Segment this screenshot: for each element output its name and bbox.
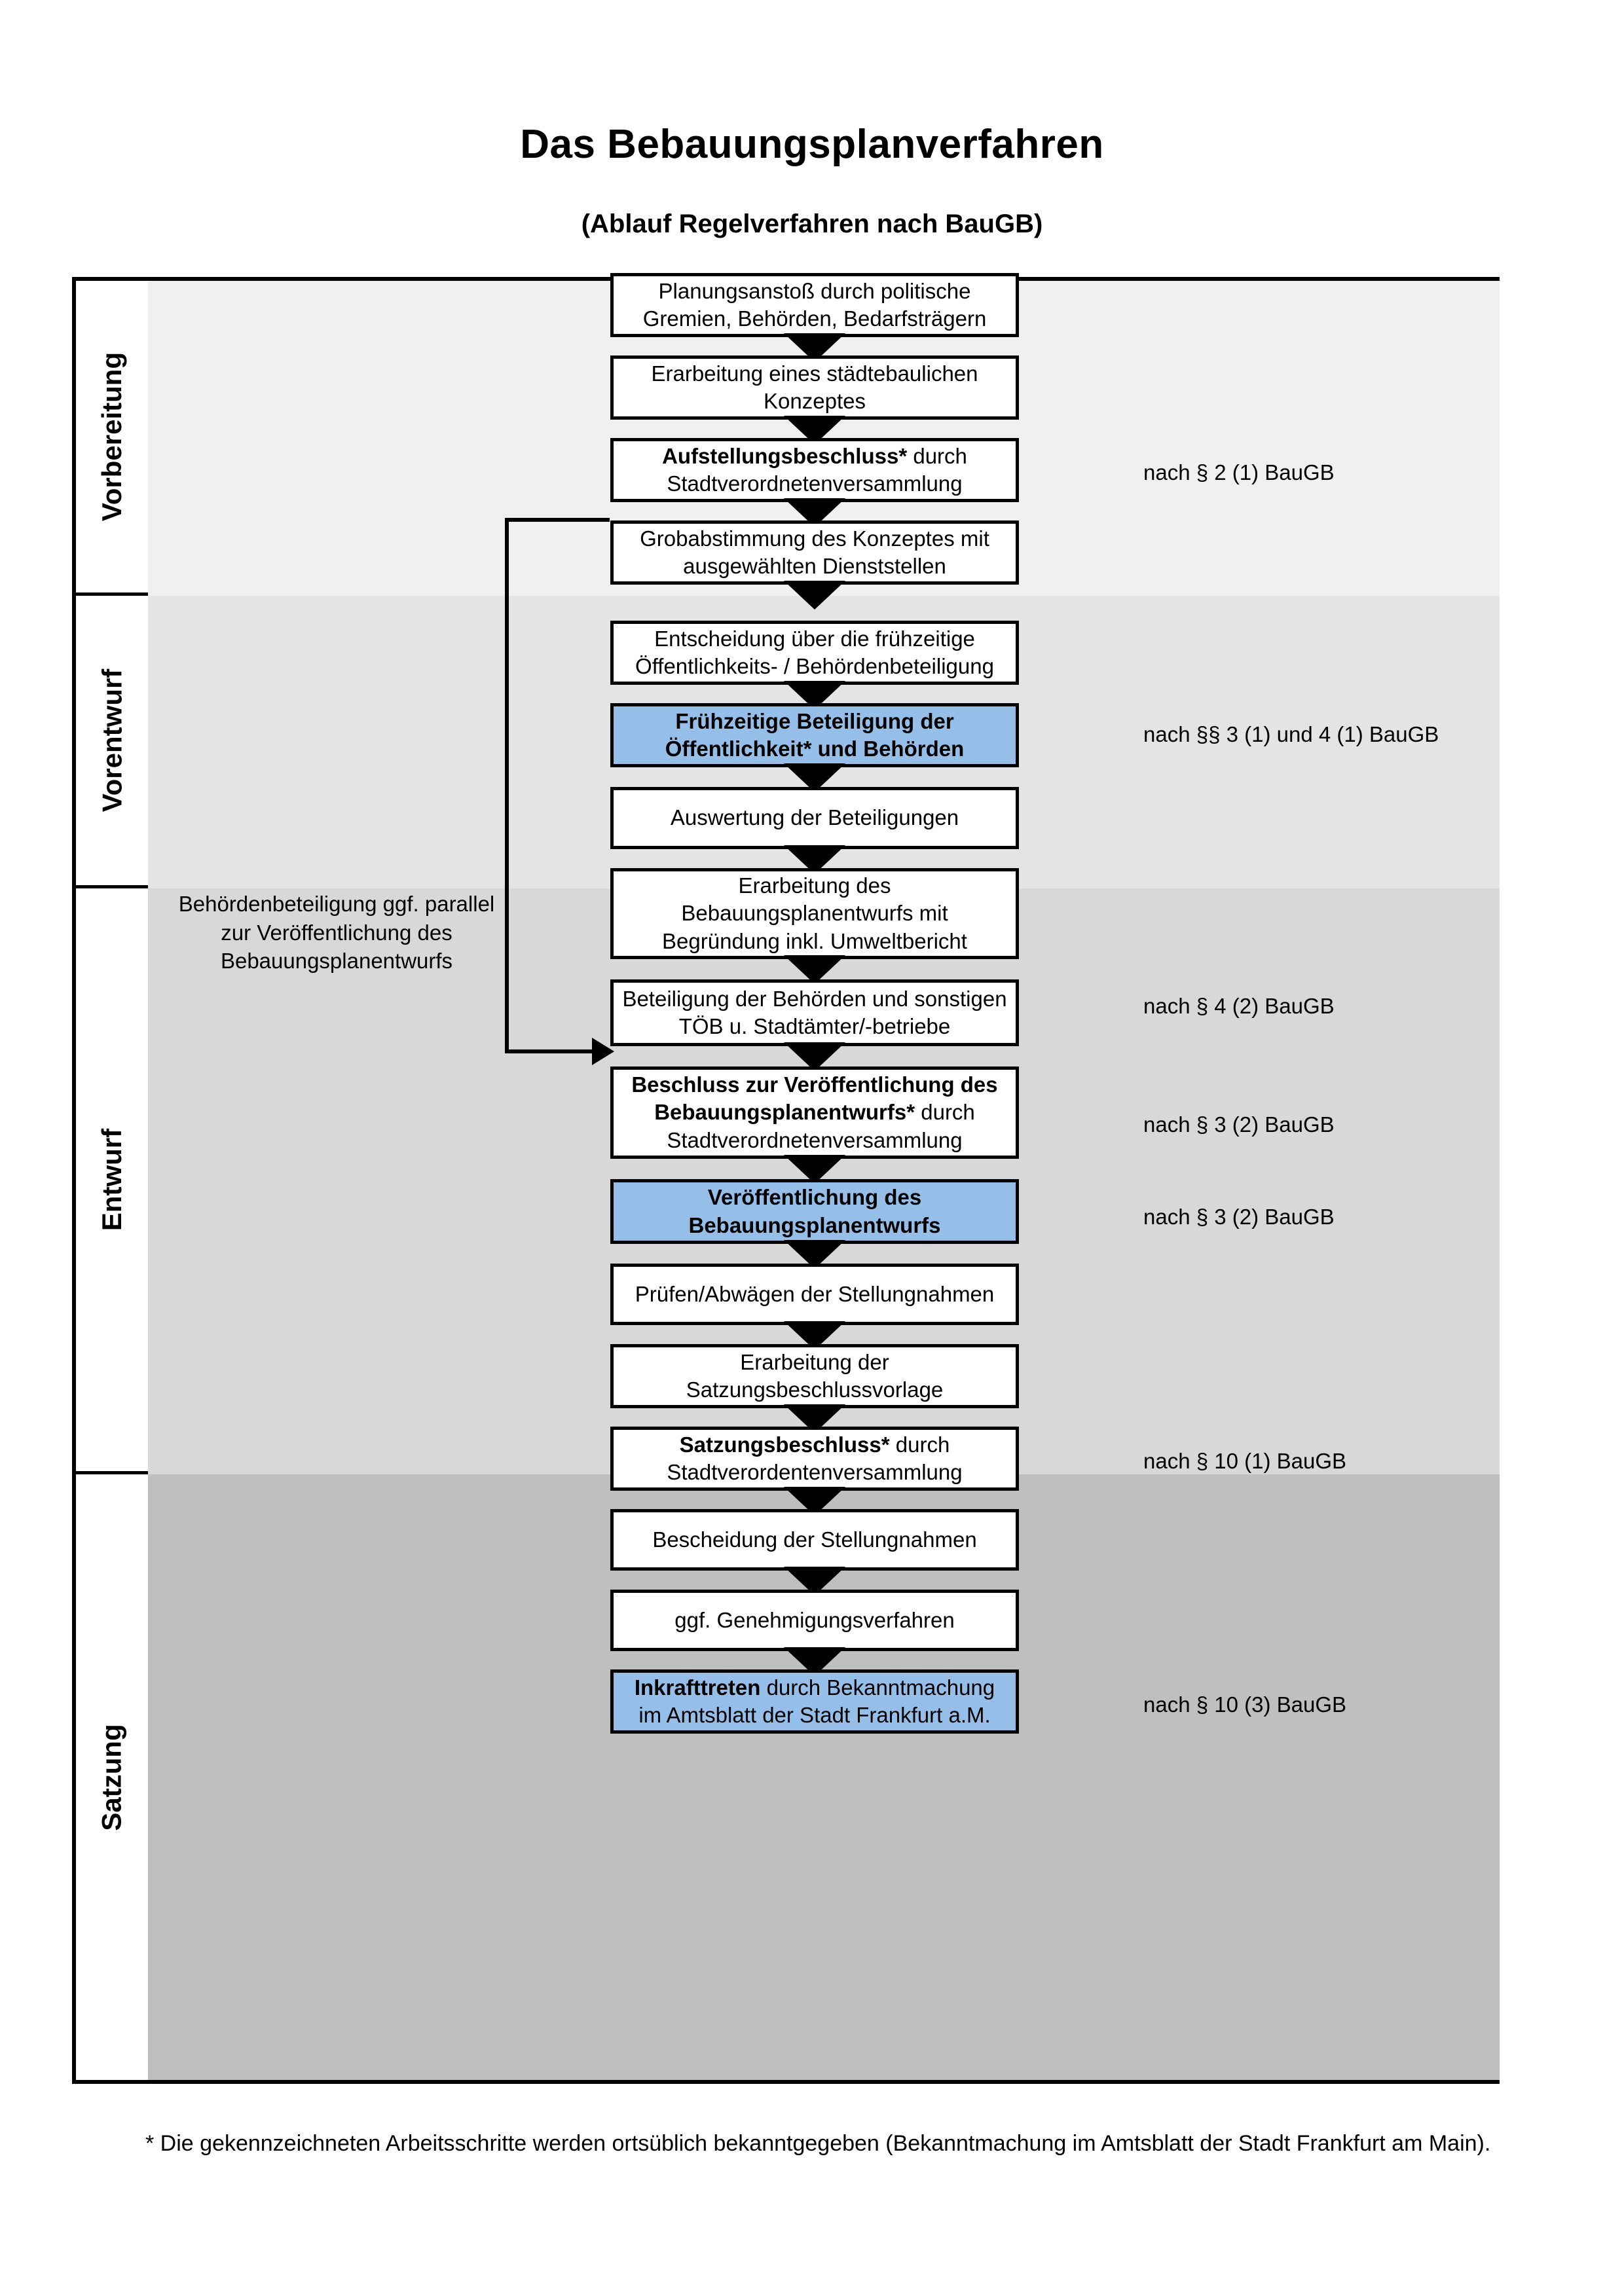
step-box-konzept[interactable]: Erarbeitung eines städtebaulichen Konzep… (610, 355, 1019, 420)
step-box-auswertung[interactable]: Auswertung der Beteiligungen (610, 787, 1019, 849)
diagram-frame: Vorbereitung Vorentwurf Entwurf Satzung … (72, 273, 1500, 2084)
step-text-entscheidung-fruehzeitig: Entscheidung über die frühzeitige Öffent… (635, 626, 994, 678)
phase-label-satzung: Satzung (76, 1474, 148, 2080)
step-text-beteiligung-behoerden: Beteiligung der Behörden und sonstigen T… (622, 986, 1007, 1038)
step-box-erarbeitung-satzungsvorlage[interactable]: Erarbeitung der Satzungsbeschlussvorlage (610, 1344, 1019, 1408)
parallel-connector-left (505, 518, 509, 1053)
legal-note-10-1: nach § 10 (1) BauGB (1143, 1449, 1347, 1473)
step-box-inkrafttreten[interactable]: Inkrafttreten durch Bekanntmachung im Am… (610, 1669, 1019, 1734)
phase-label-entwurf-text: Entwurf (96, 1128, 127, 1231)
phase-label-vorbereitung-text: Vorbereitung (96, 352, 128, 522)
phase-label-vorbereitung: Vorbereitung (76, 281, 148, 596)
step-box-beteiligung-behoerden[interactable]: Beteiligung der Behörden und sonstigen T… (610, 979, 1019, 1046)
legal-note-10-3: nach § 10 (3) BauGB (1143, 1692, 1347, 1717)
step-emphasis-inkrafttreten: Inkrafttreten (634, 1675, 761, 1700)
step-rest-inkrafttreten: durch Bekanntmachung im Amtsblatt der St… (638, 1675, 995, 1727)
parallel-connector-top (505, 518, 610, 522)
legal-note-3-1-4-1: nach §§ 3 (1) und 4 (1) BauGB (1143, 722, 1439, 746)
phase-label-satzung-text: Satzung (96, 1723, 128, 1831)
page-subtitle: (Ablauf Regelverfahren nach BauGB) (581, 210, 1043, 238)
step-text-konzept: Erarbeitung eines städtebaulichen Konzep… (651, 361, 978, 413)
parallel-connector-bottom (505, 1049, 593, 1053)
step-box-beschluss-veroeffentlichung[interactable]: Beschluss zur Veröffentlichung des Bebau… (610, 1066, 1019, 1159)
flow-arrow-down-icon-4 (784, 581, 845, 610)
step-text-erarbeitung-satzungsvorlage: Erarbeitung der Satzungsbeschlussvorlage (686, 1349, 944, 1402)
step-box-aufstellungsbeschluss[interactable]: Aufstellungsbeschluss* durch Stadtverord… (610, 438, 1019, 502)
step-box-pruefen-abwaegen[interactable]: Prüfen/Abwägen der Stellungnahmen (610, 1264, 1019, 1325)
phase-label-column: Vorbereitung Vorentwurf Entwurf Satzung (76, 281, 148, 2080)
step-text-beschluss-veroeffentlichung: Beschluss zur Veröffentlichung des Bebau… (621, 1071, 1008, 1154)
step-emphasis-satzungsbeschluss: Satzungsbeschluss* (679, 1432, 890, 1457)
step-emphasis-veroeffentlichung: Veröffentlichung des Bebauungsplanentwur… (688, 1185, 941, 1237)
step-text-satzungsbeschluss: Satzungsbeschluss* durch Stadtverordente… (621, 1431, 1008, 1486)
step-box-planungsanstoss[interactable]: Planungsanstoß durch politische Gremien,… (610, 273, 1019, 337)
step-box-grobabstimmung[interactable]: Grobabstimmung des Konzeptes mit ausgewä… (610, 520, 1019, 585)
step-box-erarbeitung-entwurf[interactable]: Erarbeitung des Bebauungsplanentwurfs mi… (610, 868, 1019, 959)
parallel-process-note: Behördenbeteiligung ggf. parallel zur Ve… (178, 892, 495, 974)
legal-note-3-2-a: nach § 3 (2) BauGB (1143, 1112, 1335, 1137)
step-emphasis-aufstellungsbeschluss: Aufstellungsbeschluss* (662, 443, 908, 468)
step-text-auswertung: Auswertung der Beteiligungen (670, 805, 959, 830)
phase-label-vorentwurf: Vorentwurf (76, 596, 148, 888)
step-emphasis-beschluss-veroeffentlichung: Beschluss zur Veröffentlichung des Bebau… (631, 1072, 998, 1125)
step-text-erarbeitung-entwurf: Erarbeitung des Bebauungsplanentwurfs mi… (662, 873, 967, 953)
flow-arrow-down-icon-9 (784, 1042, 845, 1071)
page-title: Das Bebauungsplanverfahren (520, 122, 1104, 167)
step-text-genehmigungsverfahren: ggf. Genehmigungsverfahren (674, 1607, 955, 1632)
step-emphasis-fruehzeitige-beteiligung: Frühzeitige Beteiligung der Öffentlichke… (665, 708, 965, 761)
step-rest-satzungsbeschluss: durch Stadtverordentenversammlung (667, 1432, 963, 1484)
step-box-bescheidung[interactable]: Bescheidung der Stellungnahmen (610, 1509, 1019, 1571)
phase-label-entwurf: Entwurf (76, 888, 148, 1474)
step-box-entscheidung-fruehzeitig[interactable]: Entscheidung über die frühzeitige Öffent… (610, 621, 1019, 685)
step-box-genehmigungsverfahren[interactable]: ggf. Genehmigungsverfahren (610, 1590, 1019, 1651)
footnote-text: * Die gekennzeichneten Arbeitsschritte w… (145, 2131, 1491, 2156)
step-box-satzungsbeschluss[interactable]: Satzungsbeschluss* durch Stadtverordente… (610, 1427, 1019, 1491)
step-text-grobabstimmung: Grobabstimmung des Konzeptes mit ausgewä… (640, 526, 989, 578)
flow-arrow-down-icon-10 (784, 1155, 845, 1184)
step-text-pruefen-abwaegen: Prüfen/Abwägen der Stellungnahmen (635, 1281, 995, 1306)
step-box-veroeffentlichung[interactable]: Veröffentlichung des Bebauungsplanentwur… (610, 1179, 1019, 1244)
step-text-planungsanstoss: Planungsanstoß durch politische Gremien,… (642, 278, 987, 331)
step-rest-aufstellungsbeschluss: durch Stadtverordnetenversammlung (667, 443, 967, 496)
legal-note-2-1: nach § 2 (1) BauGB (1143, 460, 1335, 484)
step-text-bescheidung: Bescheidung der Stellungnahmen (652, 1527, 977, 1552)
step-rest-beschluss-veroeffentlichung: durch Stadtverordnetenversammlung (667, 1100, 975, 1152)
step-text-aufstellungsbeschluss: Aufstellungsbeschluss* durch Stadtverord… (621, 443, 1008, 498)
phase-label-vorentwurf-text: Vorentwurf (96, 668, 127, 812)
step-box-fruehzeitige-beteiligung[interactable]: Frühzeitige Beteiligung der Öffentlichke… (610, 703, 1019, 767)
legal-note-4-2: nach § 4 (2) BauGB (1143, 994, 1335, 1018)
step-text-inkrafttreten: Inkrafttreten durch Bekanntmachung im Am… (621, 1674, 1008, 1729)
flow-arrow-down-icon-8 (784, 955, 845, 984)
legal-note-3-2-b: nach § 3 (2) BauGB (1143, 1205, 1335, 1229)
